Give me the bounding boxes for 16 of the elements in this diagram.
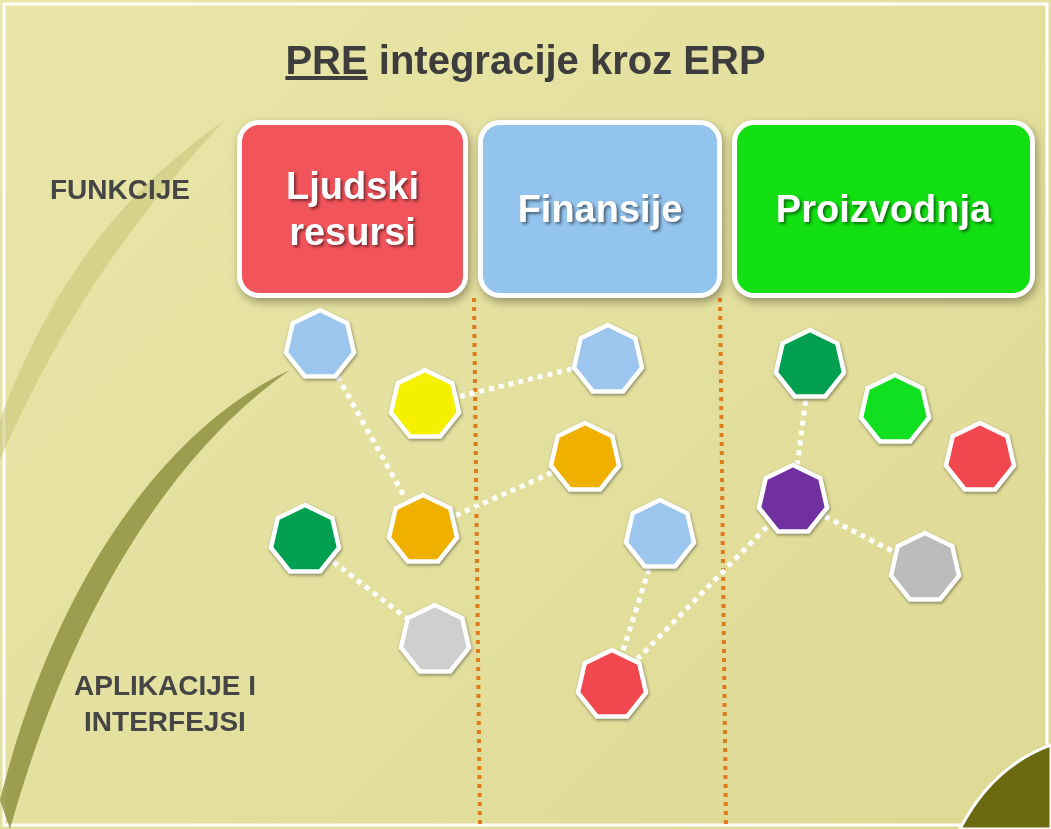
dotted-connector — [620, 568, 652, 652]
dotted-connector — [635, 523, 770, 662]
dotted-connector — [459, 366, 574, 399]
side-label: APLIKACIJE I INTERFEJSI — [73, 669, 257, 739]
function-box — [732, 120, 1035, 298]
function-box — [237, 120, 468, 298]
slide-title: PRE integracije kroz ERP — [284, 38, 767, 83]
dotted-connector — [331, 559, 409, 621]
dotted-connector — [454, 470, 554, 518]
function-box — [478, 120, 722, 298]
box-label: Finansije — [516, 187, 684, 232]
side-label: FUNKCIJE — [49, 173, 191, 207]
dotted-connector — [823, 514, 895, 554]
dotted-connector — [795, 400, 808, 465]
box-label: Proizvodnja — [774, 187, 993, 232]
box-label: Ljudski resursi — [285, 164, 420, 255]
